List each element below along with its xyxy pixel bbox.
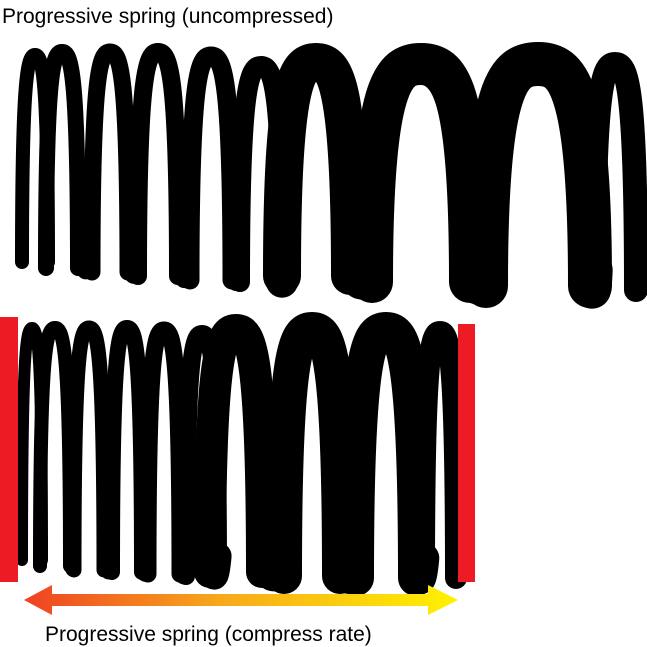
spring-coil [83, 43, 137, 281]
spring-coil [338, 311, 434, 596]
spring-coil-valley [70, 240, 100, 280]
spring-coil [194, 313, 278, 588]
compression-range-arrow [24, 585, 458, 615]
spring-coil [129, 42, 187, 285]
spring-coil-valley [134, 544, 156, 582]
uncompressed-spring-label: Progressive spring (uncompressed) [2, 5, 333, 28]
spring-coil [263, 42, 369, 295]
spring-coil-valley [34, 534, 48, 572]
right-compression-plate [458, 324, 475, 582]
spring-coil-valley [246, 536, 300, 592]
spring-coil [266, 311, 358, 594]
spring-coil [413, 320, 467, 589]
compressed-spring [16, 311, 467, 596]
spring-coil-valley [63, 539, 81, 577]
spring-coil [139, 321, 189, 583]
spring-coil-valley [120, 244, 146, 284]
spring-coil-valley [39, 235, 55, 275]
spring-coil [38, 43, 86, 276]
spring-coil-valley [172, 546, 194, 585]
spring-coil-valley [324, 540, 372, 594]
spring-coil [66, 320, 112, 578]
uncompressed-spring [15, 41, 647, 309]
spring-coil-valley [571, 247, 613, 309]
spring-coil-valley [97, 543, 119, 580]
left-compression-plate [0, 317, 18, 582]
spring-coil-valley [451, 243, 505, 305]
compress-rate-label: Progressive spring (compress rate) [45, 623, 372, 646]
spring-coil [180, 46, 242, 290]
spring-coil [582, 51, 647, 302]
spring-coil [351, 42, 491, 303]
spring-coil-valley [400, 542, 440, 595]
spring-coil-valley [332, 238, 390, 300]
spring-coil-valley [169, 247, 199, 289]
spring-coil-valley [196, 538, 232, 590]
spring-coil-valley [223, 251, 249, 291]
spring-coil [104, 319, 150, 580]
spring-coil [464, 41, 612, 308]
spring-coil [33, 320, 77, 573]
